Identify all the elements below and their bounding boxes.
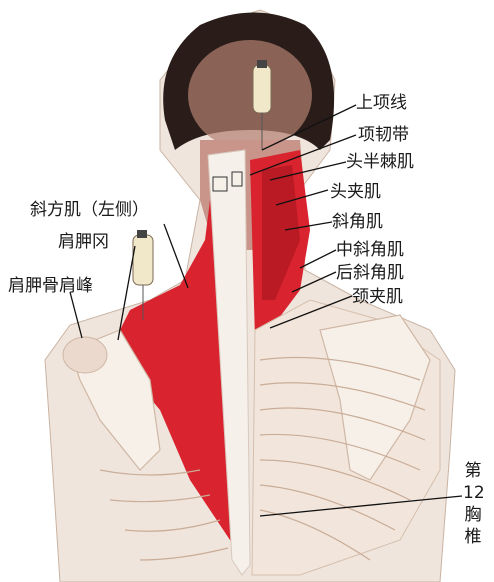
label-splenius-capitis: 头夹肌	[330, 182, 381, 202]
label-semispinalis-capitis: 头半棘肌	[346, 152, 414, 172]
head-skin	[188, 40, 312, 150]
label-posterior-scalene: 后斜角肌	[336, 263, 404, 283]
label-scapular-notch: 肩胛冈	[58, 232, 109, 252]
label-acromion: 肩胛骨肩峰	[8, 276, 93, 296]
label-superior-nuchal-line: 上项线	[356, 93, 407, 113]
t12-vertebra-marker	[213, 177, 227, 191]
label-scalene: 斜角肌	[332, 212, 383, 232]
t12-vertebra-marker-2	[232, 172, 242, 186]
label-trapezius-left: 斜方肌（左侧）	[30, 200, 149, 220]
label-t12-char-1: 第	[463, 460, 483, 482]
label-t12-vertebra: 第 12 胸 椎	[463, 460, 483, 548]
label-splenius-cervicis: 颈夹肌	[352, 287, 403, 307]
label-t12-char-2: 12	[463, 482, 483, 504]
label-middle-scalene: 中斜角肌	[336, 240, 404, 260]
label-t12-char-3: 胸	[463, 504, 483, 526]
label-nuchal-ligament: 项韧带	[358, 125, 409, 145]
left-shoulder-joint	[63, 337, 107, 373]
label-t12-char-4: 椎	[463, 526, 483, 548]
